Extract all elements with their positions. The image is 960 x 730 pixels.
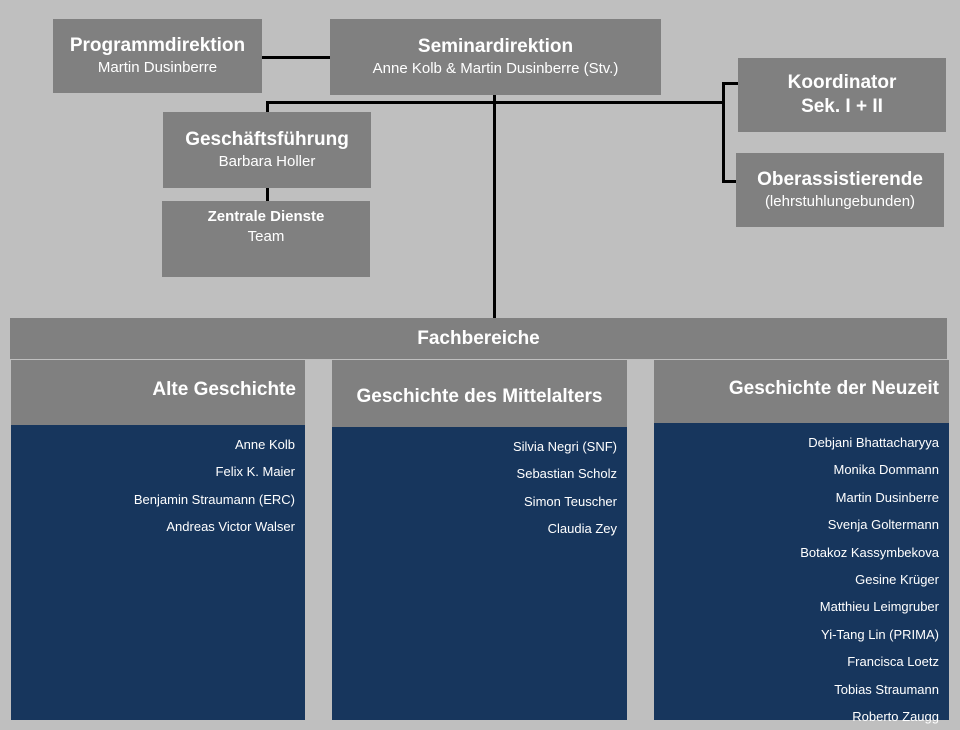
koordinator-title: Koordinator xyxy=(787,72,897,93)
member-name: Tobias Straumann xyxy=(834,681,939,697)
connector-gf-horizontal xyxy=(266,101,725,104)
column-heading-neuzeit: Geschichte der Neuzeit xyxy=(654,360,949,423)
connector-program-seminar xyxy=(262,56,330,59)
connector-main-vertical xyxy=(493,95,496,319)
member-name: Anne Kolb xyxy=(235,437,295,452)
member-name: Andreas Victor Walser xyxy=(166,519,295,535)
member-name: Matthieu Leimgruber xyxy=(819,599,939,615)
column-heading-neuzeit-label: Geschichte der Neuzeit xyxy=(728,378,939,399)
member-name: Botakoz Kassymbekova xyxy=(800,544,939,560)
koordinator-subtitle: Sek. I + II xyxy=(801,96,883,117)
member-name: Claudia Zey xyxy=(547,521,617,537)
column-heading-mittelalter-label: Geschichte des Mittelalters xyxy=(356,385,603,407)
geschaeftsfuehrung-title: Geschäftsführung xyxy=(185,129,349,150)
oberassistierende-title: Oberassistierende xyxy=(757,169,923,190)
member-name: Silvia Negri (SNF) xyxy=(512,439,617,454)
member-name: Debjani Bhattacharyya xyxy=(808,435,939,450)
oberassistierende-subtitle: (lehrstuhlungebunden) xyxy=(764,193,916,210)
column-heading-mittelalter: Geschichte des Mittelalters xyxy=(332,360,627,427)
programmdirektion-title: Programmdirektion xyxy=(69,35,246,56)
koordinator-box: Koordinator Sek. I + II xyxy=(738,58,946,132)
member-name: Francisca Loetz xyxy=(847,654,939,670)
member-name: Sebastian Scholz xyxy=(516,466,617,482)
seminardirektion-title: Seminardirektion xyxy=(417,36,574,57)
member-name: Martin Dusinberre xyxy=(835,489,939,505)
member-name: Roberto Zaugg xyxy=(852,708,939,724)
member-name: Simon Teuscher xyxy=(524,493,617,509)
connector-right-vertical xyxy=(722,82,725,183)
member-name: Monika Dommann xyxy=(833,462,940,478)
geschaeftsfuehrung-box: Geschäftsführung Barbara Holler xyxy=(163,112,371,188)
column-body-alte-geschichte: Anne Kolb Felix K. Maier Benjamin Straum… xyxy=(11,425,305,720)
geschaeftsfuehrung-name: Barbara Holler xyxy=(218,153,316,170)
connector-koordinator xyxy=(722,82,739,85)
connector-gf-drop xyxy=(266,101,269,113)
member-name: Felix K. Maier xyxy=(215,464,295,480)
column-heading-alte-geschichte: Alte Geschichte xyxy=(11,360,305,425)
member-name: Svenja Goltermann xyxy=(827,517,939,533)
fachbereiche-band: Fachbereiche xyxy=(10,318,947,359)
zentrale-dienste-subtitle: Team xyxy=(247,228,285,245)
member-name: Yi-Tang Lin (PRIMA) xyxy=(821,626,939,642)
connector-ober xyxy=(722,180,737,183)
programmdirektion-name: Martin Dusinberre xyxy=(97,59,218,76)
seminardirektion-box: Seminardirektion Anne Kolb & Martin Dusi… xyxy=(330,19,661,95)
programmdirektion-box: Programmdirektion Martin Dusinberre xyxy=(53,19,262,93)
column-body-mittelalter: Silvia Negri (SNF) Sebastian Scholz Simo… xyxy=(332,427,627,720)
column-body-neuzeit: Debjani Bhattacharyya Monika Dommann Mar… xyxy=(654,423,949,724)
seminardirektion-name: Anne Kolb & Martin Dusinberre (Stv.) xyxy=(372,60,619,77)
oberassistierende-box: Oberassistierende (lehrstuhlungebunden) xyxy=(736,153,944,227)
zentrale-dienste-title: Zentrale Dienste xyxy=(207,208,325,225)
member-name: Gesine Krüger xyxy=(855,571,939,587)
zentrale-dienste-box: Zentrale Dienste Team xyxy=(162,201,370,277)
connector-gf-zd xyxy=(266,187,269,202)
column-heading-alte-geschichte-label: Alte Geschichte xyxy=(152,379,296,400)
member-name: Benjamin Straumann (ERC) xyxy=(133,491,295,507)
